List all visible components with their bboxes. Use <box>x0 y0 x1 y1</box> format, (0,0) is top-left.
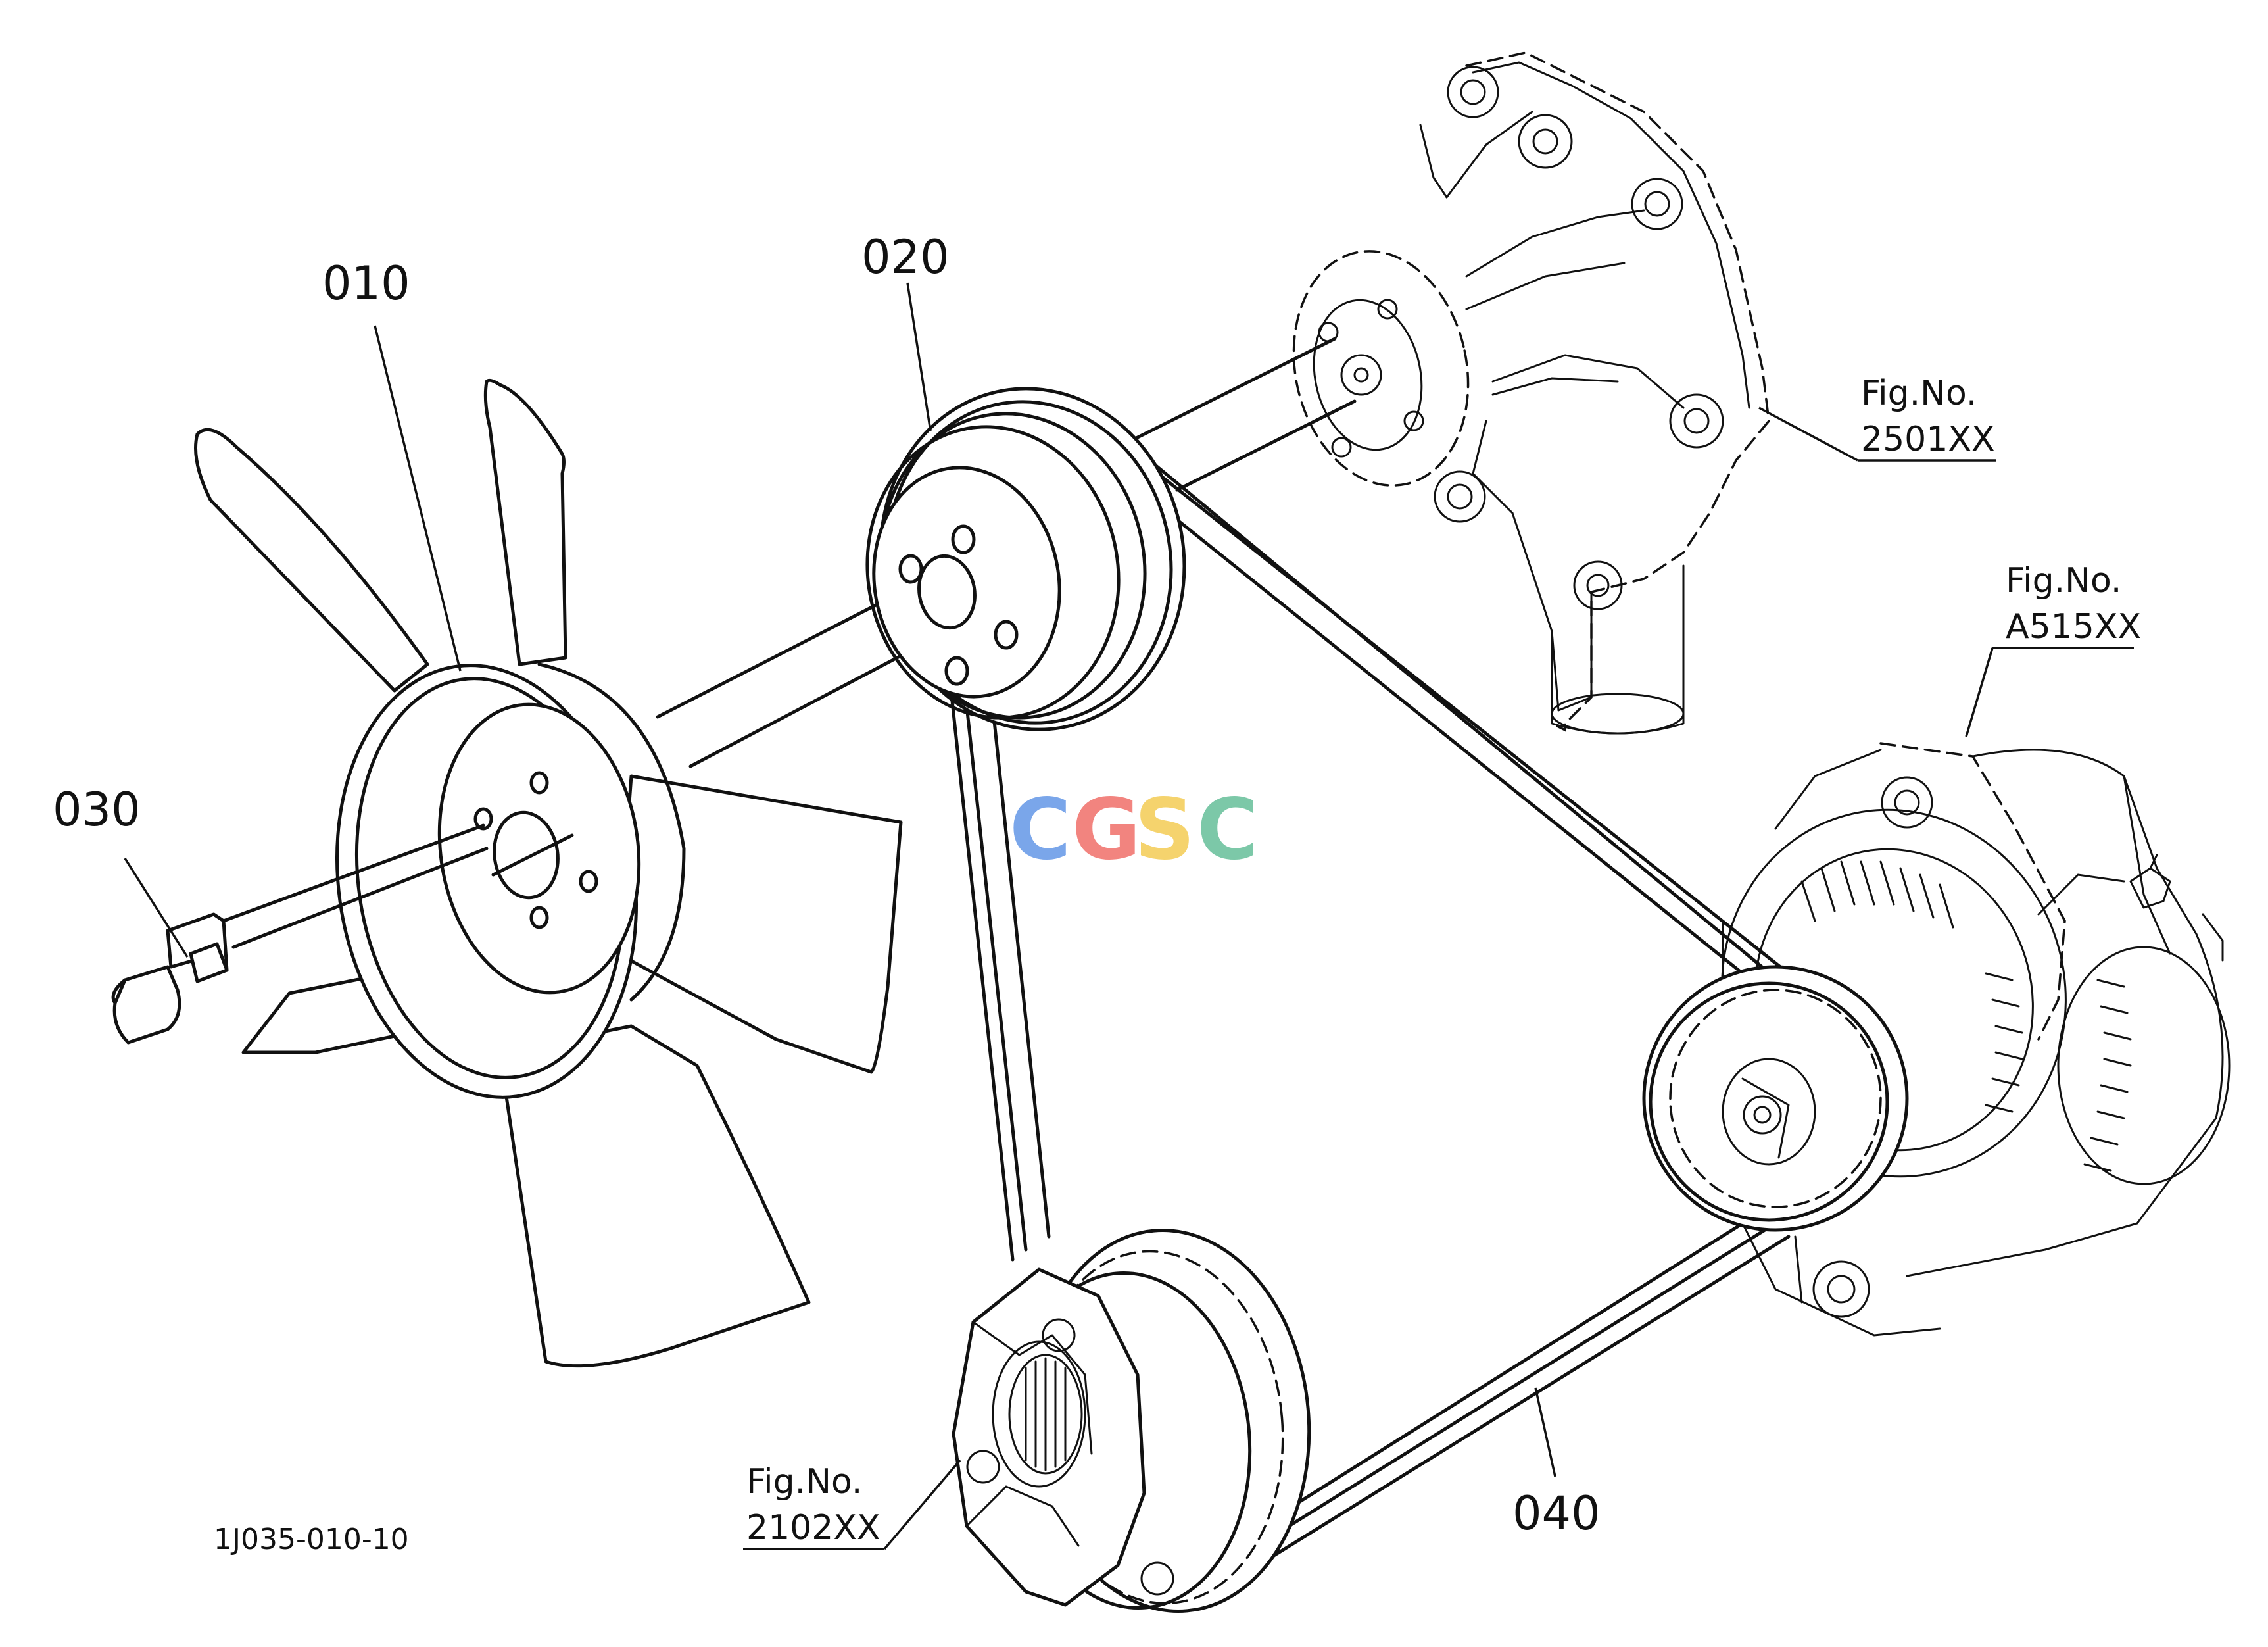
watermark-logo: C G S C <box>1009 781 1259 879</box>
ref-alternator-code: A515XX <box>2006 607 2141 647</box>
alternator-drawing <box>1642 742 2231 1337</box>
leader-2102XX <box>743 1459 961 1550</box>
leader-A515XX <box>1965 647 2134 737</box>
watermark-letter: C <box>1197 781 1259 879</box>
ref-crank-pulley-label: Fig.No. <box>746 1462 862 1502</box>
bolt-drawing <box>111 823 489 1045</box>
leader-020 <box>906 282 932 431</box>
ref-alternator-label: Fig.No. <box>2006 561 2121 601</box>
leader-040 <box>1534 1387 1556 1477</box>
part-number-030: 030 <box>53 783 141 837</box>
part-number-040: 040 <box>1512 1487 1601 1540</box>
watermark-letter: C <box>1009 781 1071 879</box>
leader-030 <box>124 858 189 958</box>
water-pump-drawing <box>1292 51 1770 735</box>
crank-pulley-drawing <box>952 1229 1311 1613</box>
part-labels: 010 020 030 040 <box>53 230 1601 1540</box>
watermark-letter: S <box>1134 781 1195 879</box>
part-number-020: 020 <box>861 230 950 284</box>
watermark-letter: G <box>1072 781 1141 879</box>
drawing-code: 1J035-010-10 <box>214 1523 409 1556</box>
fan-pulley-drawing <box>865 387 1186 731</box>
leader-2501XX <box>1758 406 1996 462</box>
ref-crank-pulley-code: 2102XX <box>746 1508 881 1548</box>
figure-references: Fig.No. 2501XX Fig.No. A515XX Fig.No. 21… <box>746 374 2141 1548</box>
ref-water-pump-code: 2501XX <box>1861 420 1995 459</box>
leader-lines <box>124 282 2134 1550</box>
crank-spline <box>1025 1357 1067 1471</box>
ref-water-pump-label: Fig.No. <box>1861 374 1977 413</box>
alternator-vents <box>1800 860 2132 1172</box>
leader-010 <box>374 325 462 672</box>
fan-drawing <box>194 378 903 1368</box>
part-number-010: 010 <box>322 257 410 310</box>
